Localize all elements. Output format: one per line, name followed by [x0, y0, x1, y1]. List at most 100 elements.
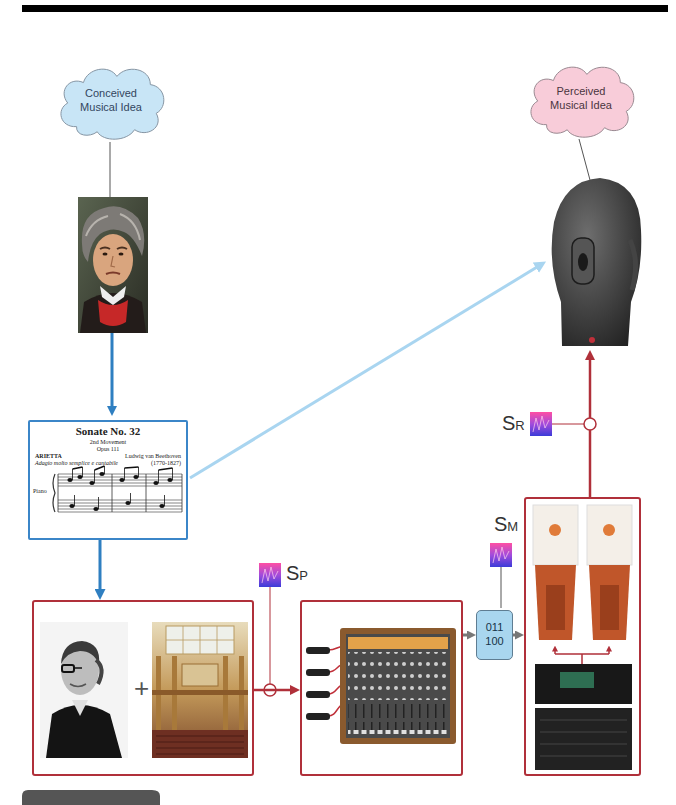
score-staves [133, 475, 138, 479]
signal-label: SR [502, 412, 525, 434]
pianist-photo [40, 622, 128, 758]
score-to-listener-arrow [190, 264, 542, 478]
dummy-head [552, 178, 642, 346]
composer-portrait [106, 273, 120, 275]
idea-text: Perceived Musical Idea [544, 85, 618, 113]
concert-hall-photo [172, 656, 177, 730]
score-staves [99, 472, 104, 476]
signal-label: SP [286, 562, 308, 584]
instrument-name: Piano [33, 488, 47, 496]
mixing-console [348, 704, 448, 734]
score-staves [53, 466, 182, 512]
idea-cloud: Perceived Musical Idea [522, 58, 640, 140]
signal-tap [490, 543, 512, 567]
score-composer: Ludwig van Beethoven [125, 453, 181, 461]
top-rule [22, 5, 668, 12]
flow-arrow [254, 689, 294, 692]
score-staves [58, 474, 182, 512]
signal-tap [262, 567, 278, 583]
mixing-console [328, 646, 346, 716]
bottom-tab [22, 790, 160, 805]
score-to-listener-arrow [190, 264, 542, 478]
pianist-photo [96, 660, 102, 684]
loudspeakers [533, 505, 632, 770]
signal-tap [552, 424, 584, 425]
pianist-photo [74, 667, 82, 669]
mixing-console [306, 669, 330, 676]
score-title: Sonate No. 32 [30, 425, 186, 439]
score-staves [119, 478, 124, 482]
loudspeakers [560, 672, 594, 688]
signal-tap [264, 684, 276, 696]
composer-portrait [119, 252, 124, 255]
mixing-console [306, 691, 330, 698]
composer-arrow [111, 333, 114, 412]
concert-hall-photo [166, 626, 234, 654]
mixing-console [306, 647, 330, 654]
pianist-photo [72, 700, 88, 716]
score-tempo: ARIETTA [35, 453, 62, 461]
loudspeakers [608, 648, 610, 654]
pianist-photo [62, 665, 74, 672]
dummy-head [572, 238, 594, 284]
pianist-photo [40, 622, 128, 758]
loudspeakers [535, 565, 576, 640]
score-staves [93, 507, 98, 511]
performance-box: + [32, 600, 254, 776]
loudspeakers [549, 524, 561, 536]
composer-portrait [78, 197, 148, 333]
score-staves [69, 504, 74, 508]
playback-arrow [590, 354, 591, 497]
concert-hall-photo [166, 626, 234, 654]
composer-portrait [80, 293, 146, 333]
composer-portrait [111, 256, 115, 267]
score-staves [58, 474, 182, 512]
composer-portrait [100, 286, 126, 305]
concert-hall-photo [223, 656, 228, 730]
flow-arrow [99, 540, 102, 594]
cloud-outline [61, 69, 164, 139]
composer-arrow [112, 333, 113, 412]
flow-arrow [463, 634, 470, 637]
idea-text: Conceived Musical Idea [74, 87, 148, 115]
composer-portrait [100, 248, 127, 250]
score-box: Sonate No. 322nd MovementOpus 111ARIETTA… [28, 420, 188, 540]
idea-cloud: Conceived Musical Idea [52, 60, 170, 142]
concert-hall-photo [156, 656, 161, 730]
composer-portrait [98, 300, 128, 326]
score-opus: Opus 111 [30, 446, 186, 454]
score-staves [53, 474, 55, 512]
playback-arrow [589, 354, 592, 418]
playback-box [524, 497, 641, 776]
flow-arrow [513, 634, 518, 637]
pianist-photo [61, 645, 99, 695]
concert-hall-photo [152, 730, 248, 758]
loudspeakers [540, 720, 627, 756]
signal-tap [259, 412, 596, 696]
score-staves [167, 478, 172, 482]
concert-hall-photo [152, 622, 248, 758]
composer-portrait [93, 234, 133, 286]
loudspeakers [533, 505, 578, 565]
signal-label: SM [494, 513, 518, 535]
loudspeakers [554, 648, 556, 654]
top-rule [22, 5, 668, 12]
score-staves [153, 481, 158, 485]
score-staves [125, 501, 130, 505]
bits-text: 011 100 [482, 621, 508, 649]
loudspeakers [535, 664, 632, 704]
mixing-console [306, 713, 330, 720]
score-movement: 2nd Movement [30, 439, 186, 447]
mixing-console [340, 628, 456, 744]
idea-leader-line [110, 142, 111, 197]
pianist-photo [70, 684, 86, 687]
pianist-photo [61, 641, 99, 664]
idea-leader-line [579, 139, 590, 180]
score-staves [73, 466, 173, 509]
loudspeakers [603, 524, 615, 536]
pianist-photo [46, 705, 122, 758]
composer-portrait [78, 197, 148, 333]
signal-tap [501, 567, 502, 608]
